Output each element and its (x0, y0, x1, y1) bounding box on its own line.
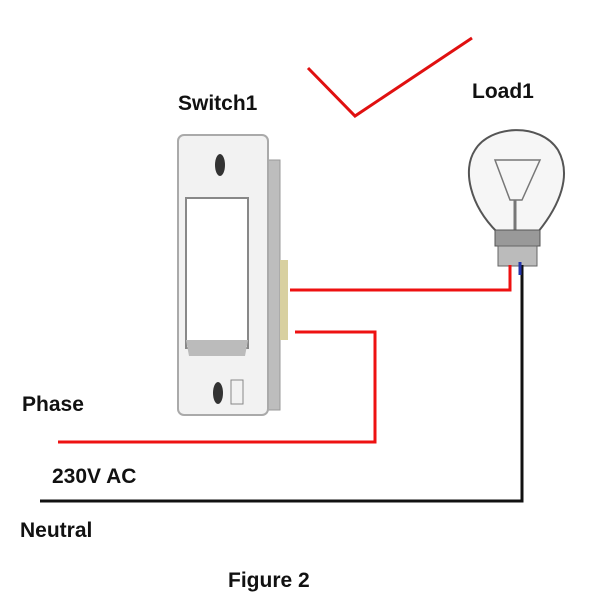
switch-illustration (177, 134, 288, 416)
neutral-label: Neutral (20, 519, 93, 542)
checkmark-icon (306, 36, 473, 118)
load-label: Load1 (472, 80, 534, 103)
phase-label: Phase (22, 393, 84, 416)
phase-wire-to-load (290, 265, 512, 292)
bulb-illustration (467, 129, 566, 267)
voltage-label: 230V AC (52, 465, 137, 488)
switch-label: Switch1 (178, 92, 258, 115)
figure-caption: Figure 2 (228, 569, 310, 592)
phase-wire-input (58, 330, 377, 444)
neutral-wire (40, 265, 524, 503)
